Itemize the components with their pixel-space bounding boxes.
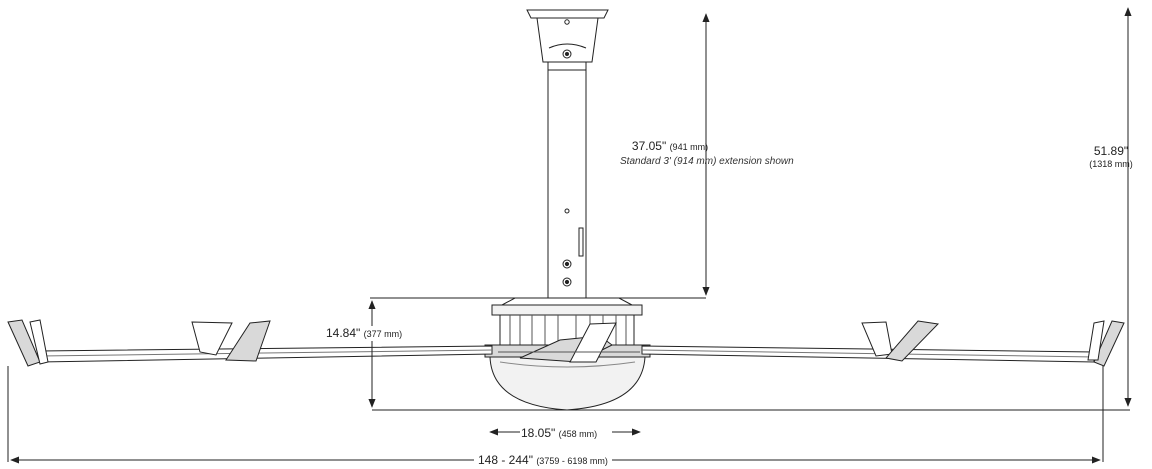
hub-width-label: 18.05" (458 mm) [521,426,597,441]
hub-width-metric: (458 mm) [558,429,598,439]
fan-blade-right [641,320,1125,367]
mounting-bracket [526,9,609,63]
extension-tube [547,61,587,299]
extension-height-metric: (941 mm) [669,142,709,152]
fan-blade-front [498,322,640,363]
diameter-label: 148 - 244" (3759 - 6198 mm) [474,453,612,468]
motor-hub [484,297,651,411]
hub-width-value: 18.05" [521,426,556,440]
fan-blade-left [7,319,493,367]
hub-height-metric: (377 mm) [363,329,403,339]
diameter-value: 148 - 244" [478,453,533,467]
extension-height-label: 37.05" (941 mm) [610,139,730,154]
hub-height-value: 14.84" [326,326,361,340]
overall-height-label: 51.89" (1318 mm) [1070,144,1152,170]
overall-height-value: 51.89" [1093,144,1129,158]
extension-note: Standard 3' (914 mm) extension shown [620,156,794,167]
hub-height-label: 14.84" (377 mm) [326,326,403,341]
overall-height-metric: (1318 mm) [1089,159,1133,169]
diameter-metric: (3759 - 6198 mm) [536,456,608,466]
extension-height-value: 37.05" [631,139,667,153]
